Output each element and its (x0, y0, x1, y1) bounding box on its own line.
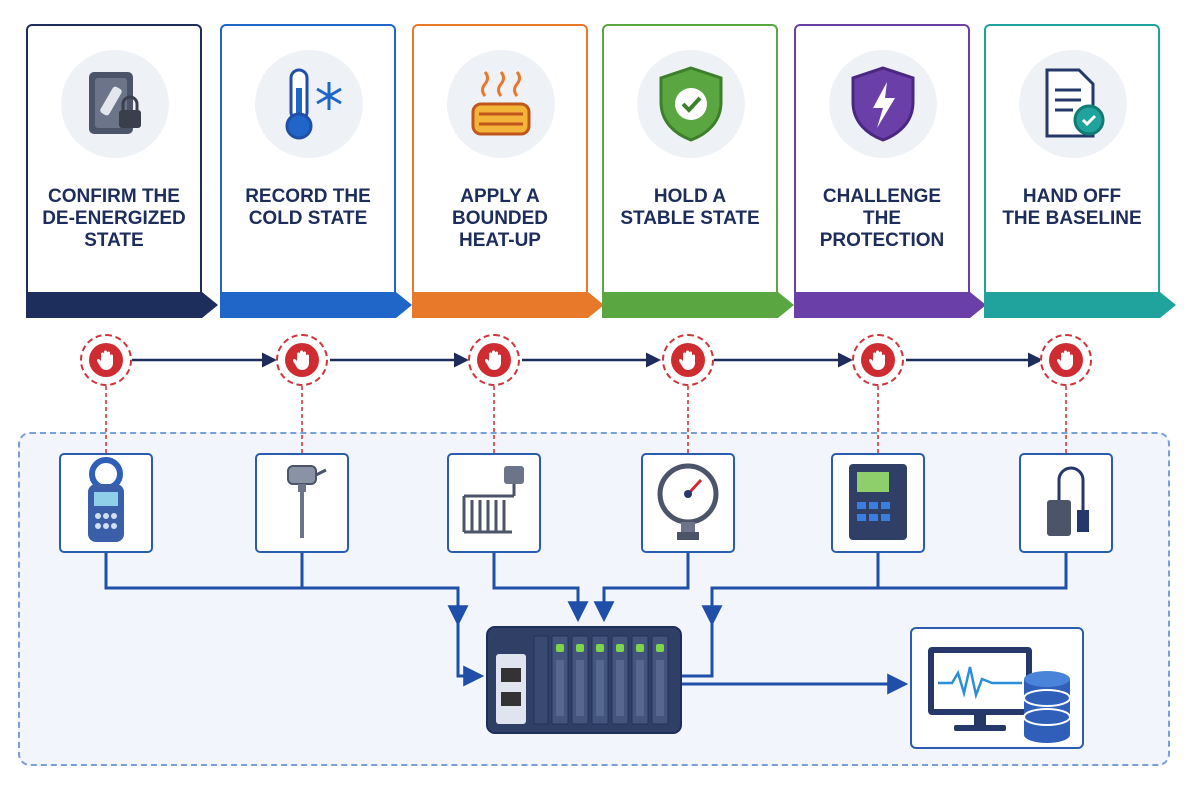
clamp-meter-icon (76, 456, 136, 551)
hold-point-4 (662, 334, 714, 386)
instrument-3 (447, 453, 541, 553)
step-arrow-4 (602, 292, 800, 318)
historian-workstation (910, 627, 1084, 749)
hold-point-1 (80, 334, 132, 386)
thermometer-snowflake-icon (255, 50, 363, 158)
stop-hand-icon (861, 343, 895, 377)
heating-element-icon (454, 456, 534, 551)
step-arrow-6 (984, 292, 1182, 318)
protection-relay-icon (843, 456, 913, 551)
instrument-4 (641, 453, 735, 553)
stop-hand-icon (1049, 343, 1083, 377)
instrument-2 (255, 453, 349, 553)
stop-hand-icon (89, 343, 123, 377)
step-card-1: CONFIRM THE DE-ENERGIZED STATE (26, 24, 202, 314)
step-card-2: RECORD THE COLD STATE (220, 24, 396, 314)
step-title: HAND OFF THE BASELINE (1002, 186, 1142, 229)
monitor-database-icon (928, 647, 1071, 743)
step-title: APPLY A BOUNDED HEAT-UP (451, 186, 549, 251)
step-card-4: HOLD A STABLE STATE (602, 24, 778, 314)
plc-controller (486, 626, 682, 734)
shield-lightning-icon (829, 50, 937, 158)
stop-hand-icon (285, 343, 319, 377)
step-card-6: HAND OFF THE BASELINE (984, 24, 1160, 314)
sensor-cable-icon (1031, 456, 1101, 551)
step-title: CHALLENGE THE PROTECTION (819, 186, 945, 251)
stop-hand-icon (477, 343, 511, 377)
step-arrow-5 (794, 292, 992, 318)
step-arrow-2 (220, 292, 418, 318)
step-title: CONFIRM THE DE-ENERGIZED STATE (42, 186, 186, 251)
hold-point-3 (468, 334, 520, 386)
heater-heat-icon (447, 50, 555, 158)
instrument-1 (59, 453, 153, 553)
step-title: HOLD A STABLE STATE (620, 186, 760, 229)
step-arrow-3 (412, 292, 610, 318)
step-arrow-1 (26, 292, 224, 318)
hold-point-6 (1040, 334, 1092, 386)
instrument-5 (831, 453, 925, 553)
certificate-document-icon (1019, 50, 1127, 158)
shield-check-icon (637, 50, 745, 158)
hold-point-2 (276, 334, 328, 386)
step-title: RECORD THE COLD STATE (245, 186, 371, 229)
step-card-3: APPLY A BOUNDED HEAT-UP (412, 24, 588, 314)
hold-point-5 (852, 334, 904, 386)
step-card-5: CHALLENGE THE PROTECTION (794, 24, 970, 314)
instrument-6 (1019, 453, 1113, 553)
plc-controller-icon (486, 626, 682, 734)
pressure-gauge-icon (653, 456, 723, 551)
temperature-probe-icon (272, 456, 332, 551)
stop-hand-icon (671, 343, 705, 377)
lockout-switch-icon (61, 50, 169, 158)
